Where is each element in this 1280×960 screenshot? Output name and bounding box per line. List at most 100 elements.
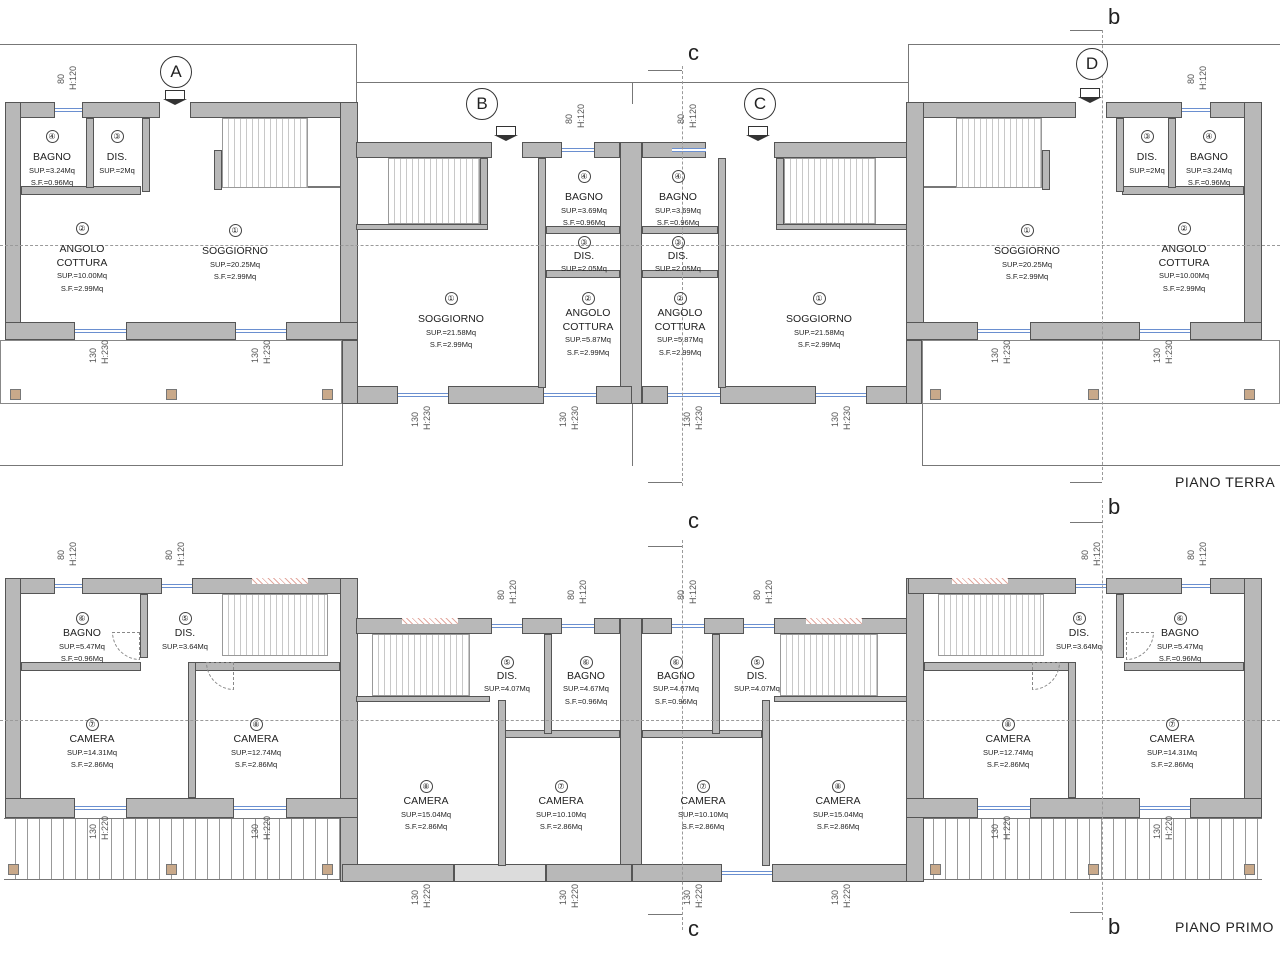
room-number: ⑧ [249, 718, 263, 731]
window [672, 624, 704, 628]
pillar [930, 864, 941, 875]
room-name: ANGOLO COTTURA [56, 243, 108, 269]
wall [342, 864, 454, 882]
room-sf: S.F.=0.96Mq [656, 218, 700, 227]
door-swing [112, 632, 140, 660]
room-name: ANGOLO COTTURA [654, 307, 706, 333]
room-label: ① SOGGIORNO SUP.=21.58Mq S.F.=2.99Mq [764, 292, 874, 352]
room-area: SUP.=3.24Mq [1186, 165, 1232, 175]
room-area: SUP.=21.58Mq [425, 327, 477, 337]
room-area: SUP.=4.67Mq [653, 684, 699, 693]
dim-w: 130 [250, 348, 260, 364]
wall [776, 158, 784, 228]
room-name: ANGOLO COTTURA [1158, 243, 1210, 269]
window [398, 393, 448, 397]
dim-w: 130 [830, 412, 840, 428]
room-label: ④ BAGNO SUP.=3.69Mq S.F.=0.96Mq [642, 170, 714, 230]
room-label: ⑤ DIS. SUP.=3.64Mq [1044, 612, 1114, 653]
room-name: BAGNO [657, 669, 695, 682]
dim-h: H:230 [1002, 340, 1012, 365]
section-line-b [1102, 500, 1103, 920]
dim-w: 130 [88, 348, 98, 364]
window [544, 393, 596, 397]
dim-w: 130 [990, 348, 1000, 364]
stairs [938, 594, 1044, 656]
pillar [1244, 864, 1255, 875]
wall [906, 340, 922, 404]
room-area: SUP.=2Mq [99, 165, 135, 175]
room-area: SUP.=5.87Mq [565, 335, 611, 344]
section-label-b: b [1108, 4, 1121, 29]
dim-h: H:230 [262, 340, 272, 365]
wall [1116, 594, 1124, 658]
wall [214, 150, 222, 190]
room-label: ③ DIS. SUP.=2.05Mq [642, 236, 714, 276]
dim-h: H:120 [176, 542, 186, 567]
room-label: ⑧ CAMERA SUP.=15.04Mq S.F.=2.86Mq [370, 780, 482, 834]
wall [908, 102, 1076, 118]
wall [1106, 578, 1182, 594]
dim-w: 130 [410, 890, 420, 906]
room-sf: S.F.=2.99Mq [1162, 283, 1206, 293]
room-name: DIS. [174, 627, 196, 639]
window [668, 393, 720, 397]
room-name: SOGGIORNO [786, 313, 852, 325]
room-name: SOGGIORNO [418, 313, 484, 325]
room-area: SUP.=10.00Mq [1158, 271, 1210, 280]
dim-h: H:120 [1198, 66, 1208, 91]
wall [642, 270, 718, 278]
room-name: DIS. [106, 151, 128, 163]
dim-w: 130 [558, 412, 568, 428]
dim-h: H:120 [578, 580, 588, 605]
wall [1244, 578, 1262, 818]
room-area: SUP.=12.74Mq [982, 747, 1034, 757]
room-number: ① [1020, 224, 1034, 237]
wall [1030, 798, 1140, 818]
section-arrow [1070, 522, 1102, 523]
room-sf: S.F.=0.96Mq [562, 218, 606, 227]
wall [286, 798, 358, 818]
wall [82, 578, 162, 594]
pillar [1088, 864, 1099, 875]
wall [1190, 322, 1262, 340]
room-number: ⑤ [500, 656, 514, 669]
room-area: SUP.=15.04Mq [400, 809, 452, 819]
wall [1068, 662, 1076, 798]
entry-marker-b: B [466, 88, 498, 120]
wall [620, 618, 642, 882]
section-label-b: b [1108, 914, 1121, 939]
room-number: ⑦ [85, 718, 99, 731]
entry-marker-a: A [160, 56, 192, 88]
room-sf: S.F.=2.99Mq [1005, 272, 1049, 281]
section-line [0, 245, 1280, 246]
wall [1106, 102, 1182, 118]
room-number: ④ [45, 130, 59, 143]
room-label: ⑦ CAMERA SUP.=14.31Mq S.F.=2.86Mq [32, 718, 152, 772]
site-line [922, 404, 923, 466]
room-name: BAGNO [33, 151, 71, 163]
room-area: SUP.=10.10Mq [677, 809, 729, 819]
room-number: ⑧ [419, 780, 433, 793]
section-arrow [1070, 912, 1102, 913]
pillar [930, 389, 941, 400]
balcony-railing [922, 818, 1262, 880]
room-label: ② ANGOLO COTTURA SUP.=10.00Mq S.F.=2.99M… [30, 222, 134, 295]
porch-left [0, 340, 342, 404]
room-name: SOGGIORNO [202, 245, 268, 257]
dim-h: H:120 [1198, 542, 1208, 567]
entry-marker-d: D [1076, 48, 1108, 80]
dim-h: H:220 [262, 816, 272, 841]
room-area: SUP.=10.10Mq [535, 809, 587, 819]
section-line-c [682, 66, 683, 486]
room-sf: S.F.=2.86Mq [1150, 760, 1194, 769]
wall [642, 618, 672, 634]
floor-label-ground: PIANO TERRA [1175, 474, 1276, 490]
dim-w: 80 [1080, 550, 1090, 561]
room-area: SUP.=4.07Mq [484, 684, 530, 693]
wall [522, 618, 562, 634]
room-label: ① SOGGIORNO SUP.=20.25Mq S.F.=2.99Mq [180, 224, 290, 284]
dim-h: H:220 [694, 884, 704, 909]
wall [1244, 102, 1262, 340]
room-number: ② [673, 292, 687, 305]
dim-w: 130 [990, 824, 1000, 840]
